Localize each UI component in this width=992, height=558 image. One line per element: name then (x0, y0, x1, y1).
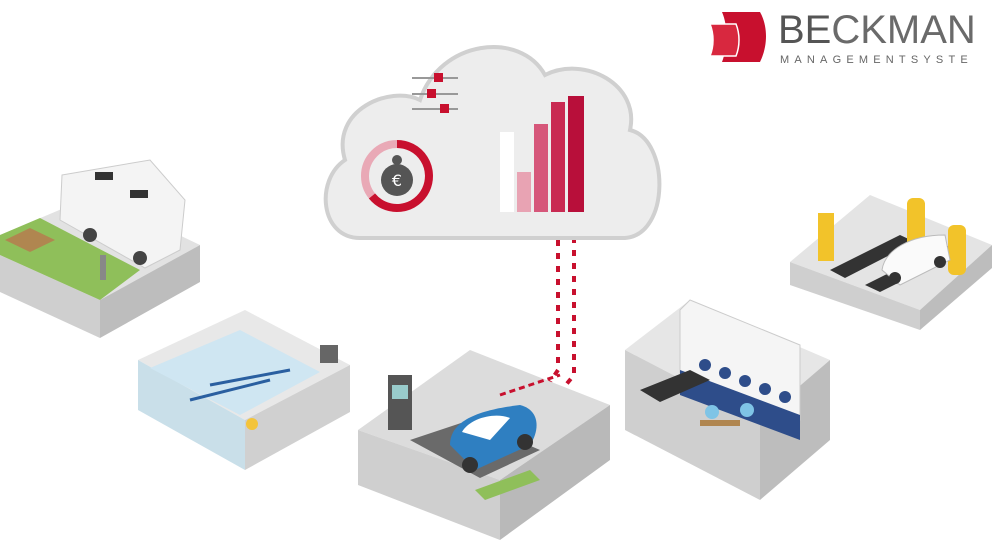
camper-van-icon (0, 159, 200, 338)
logo-wordmark: BECKMAN (778, 8, 976, 52)
pool-icon (138, 310, 350, 470)
beckman-logo: BECKMAN MANAGEMENTSYSTE (708, 6, 992, 66)
parking-icon (358, 350, 610, 540)
bar-chart-icon (500, 96, 584, 212)
cloud (323, 45, 662, 240)
money-bag-donut-icon: € (361, 140, 433, 212)
logo-mark-icon (708, 12, 766, 62)
svg-text:€: € (392, 171, 402, 190)
logo-tagline: MANAGEMENTSYSTE (780, 54, 973, 66)
car-wash-icon (790, 195, 992, 330)
washing-machine-icon (625, 299, 830, 500)
settings-sliders-icon (412, 73, 458, 113)
network-cable (546, 240, 576, 394)
